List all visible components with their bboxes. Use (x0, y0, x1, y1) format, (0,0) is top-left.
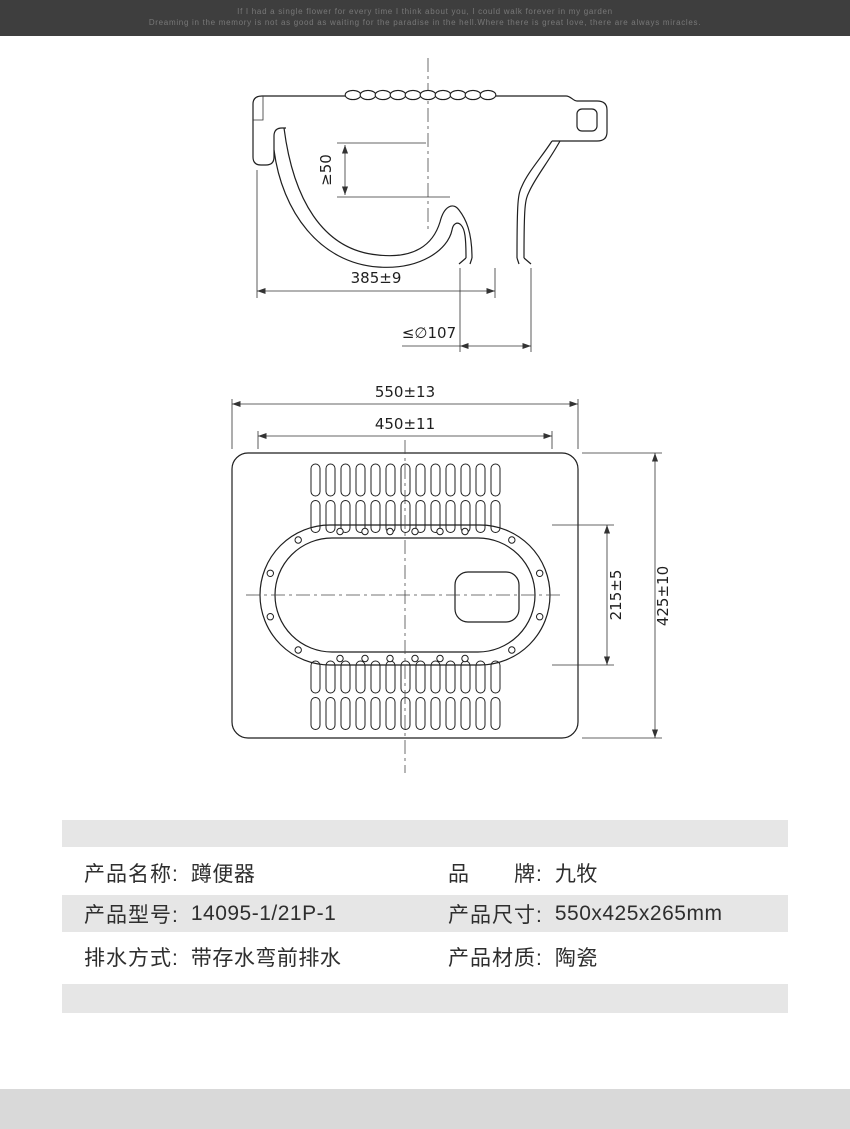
product-name-value: 蹲便器 (190, 863, 256, 886)
drain-label: 排水方式: (84, 947, 179, 970)
side-view-drawing: ≥50 385±9 ≤∅107 (252, 58, 608, 352)
model-value: 14095-1/21P-1 (190, 901, 337, 925)
rib-field-bottom (310, 660, 503, 730)
spec-cell-brand: 品 牌: 九牧 (448, 854, 598, 892)
drain-opening (454, 571, 520, 623)
technical-drawings: ≥50 385±9 ≤∅107 (231, 58, 672, 773)
divider-band-top (62, 820, 788, 847)
dim-outlet-diameter: ≤∅107 (402, 324, 456, 342)
size-value: 550x425x265mm (554, 901, 723, 925)
top-view-drawing: 550±13 450±11 215±5 425±10 (231, 383, 672, 773)
product-name-label: 产品名称: (84, 863, 179, 886)
bolt-hole (576, 108, 598, 132)
flush-holes (266, 527, 544, 663)
footer-band (0, 1089, 850, 1129)
rib-field-top (310, 463, 503, 533)
spec-cell-material: 产品材质: 陶瓷 (448, 938, 598, 976)
size-label: 产品尺寸: (448, 903, 543, 927)
dim-outer-depth: 425±10 (654, 566, 672, 626)
dim-outer-width: 550±13 (375, 383, 435, 401)
brand-label: 品 牌: (448, 863, 543, 886)
rim-holes (344, 89, 497, 101)
spec-cell-size: 产品尺寸: 550x425x265mm (448, 895, 722, 932)
spec-row-name-brand: 产品名称: 蹲便器 品 牌: 九牧 (62, 854, 788, 892)
dim-seal-depth: ≥50 (317, 154, 335, 186)
drain-value: 带存水弯前排水 (190, 947, 342, 970)
brand-value: 九牧 (554, 863, 598, 886)
top-banner: If I had a single flower for every time … (0, 0, 850, 36)
spec-cell-model: 产品型号: 14095-1/21P-1 (84, 895, 336, 932)
divider-band-bottom (62, 984, 788, 1013)
material-label: 产品材质: (448, 947, 543, 970)
banner-line2: Dreaming in the memory is not as good as… (148, 18, 702, 27)
spec-row-drain-material: 排水方式: 带存水弯前排水 产品材质: 陶瓷 (62, 938, 788, 976)
spec-cell-drain: 排水方式: 带存水弯前排水 (84, 938, 341, 976)
spec-row-model-size: 产品型号: 14095-1/21P-1 产品尺寸: 550x425x265mm (62, 895, 788, 932)
banner-line1: If I had a single flower for every time … (237, 7, 613, 16)
model-label: 产品型号: (84, 903, 179, 927)
material-value: 陶瓷 (554, 947, 598, 970)
dim-outlet-distance: 385±9 (351, 269, 402, 287)
spec-cell-product-name: 产品名称: 蹲便器 (84, 854, 255, 892)
dim-inner-depth: 215±5 (607, 570, 625, 621)
dim-inner-width: 450±11 (375, 415, 435, 433)
